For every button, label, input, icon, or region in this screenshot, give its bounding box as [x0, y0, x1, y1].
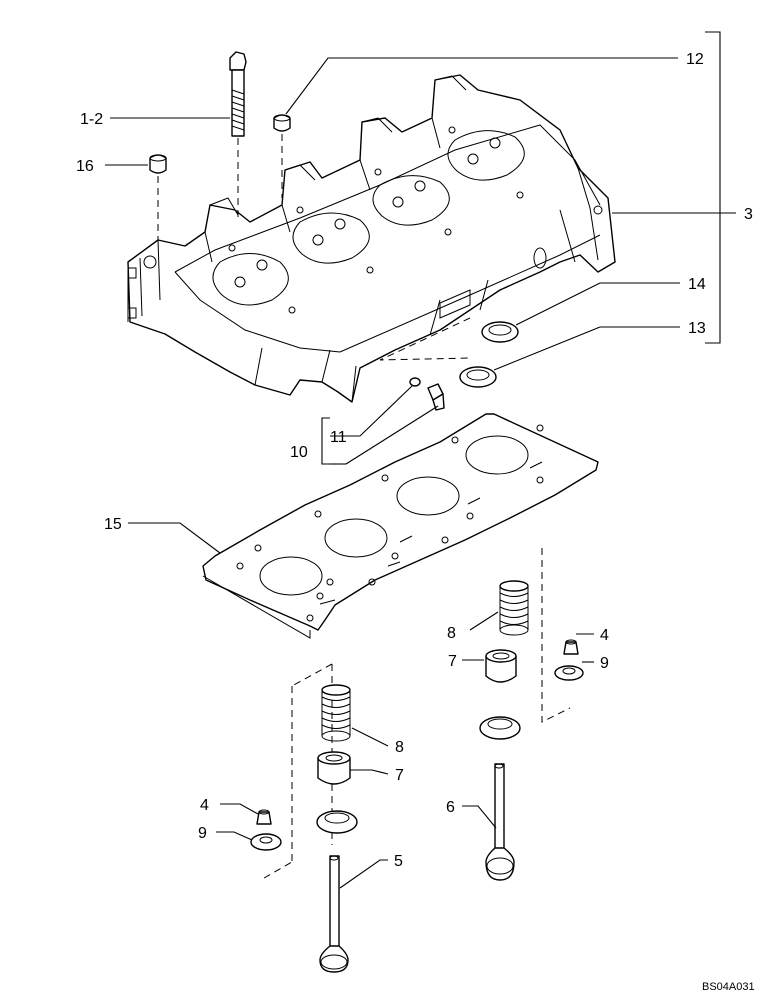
callout-9-right: 9 [600, 655, 609, 672]
callout-8-right: 8 [447, 625, 456, 642]
valve-6 [485, 763, 515, 881]
callout-9-left: 9 [198, 825, 207, 842]
collet-left [256, 809, 272, 825]
right-assembly-guide [541, 548, 571, 723]
cylinder-head [127, 74, 616, 403]
spring-seat-right [485, 649, 517, 683]
head-gasket [202, 413, 599, 639]
valve-spring-left [321, 684, 351, 742]
retainer-right [554, 665, 584, 681]
group-10-bracket [321, 417, 330, 465]
callout-8-left: 8 [395, 739, 404, 756]
washer-11 [409, 377, 421, 387]
valve-5 [319, 855, 349, 973]
spring-seat-left [317, 751, 351, 785]
callout-7-right: 7 [448, 653, 457, 670]
plug-10 [427, 383, 445, 411]
callout-7-left: 7 [395, 767, 404, 784]
callout-4-right: 4 [600, 627, 609, 644]
seal-14 [481, 321, 519, 343]
collet-right [563, 639, 579, 655]
callout-15: 15 [104, 516, 122, 533]
reference-code: BS04A031 [702, 981, 755, 993]
callout-16: 16 [76, 158, 94, 175]
callout-5: 5 [394, 853, 403, 870]
head-bolt [229, 51, 247, 137]
callout-3: 3 [744, 206, 753, 223]
callout-1-2: 1-2 [80, 111, 103, 128]
callout-14: 14 [688, 276, 706, 293]
retainer-left [250, 833, 282, 851]
callout-13: 13 [688, 320, 706, 337]
group-3-bracket [705, 31, 721, 344]
callout-12: 12 [686, 51, 704, 68]
cap-16 [149, 154, 167, 174]
seal-13 [459, 366, 497, 388]
valve-spring-right [499, 580, 529, 636]
valve-seal-left [316, 810, 358, 834]
callout-10: 10 [290, 444, 308, 461]
callout-6: 6 [446, 799, 455, 816]
valve-seal-right [479, 716, 521, 740]
callout-11: 11 [330, 429, 347, 446]
plug-12 [273, 114, 291, 132]
callout-4-left: 4 [200, 797, 209, 814]
